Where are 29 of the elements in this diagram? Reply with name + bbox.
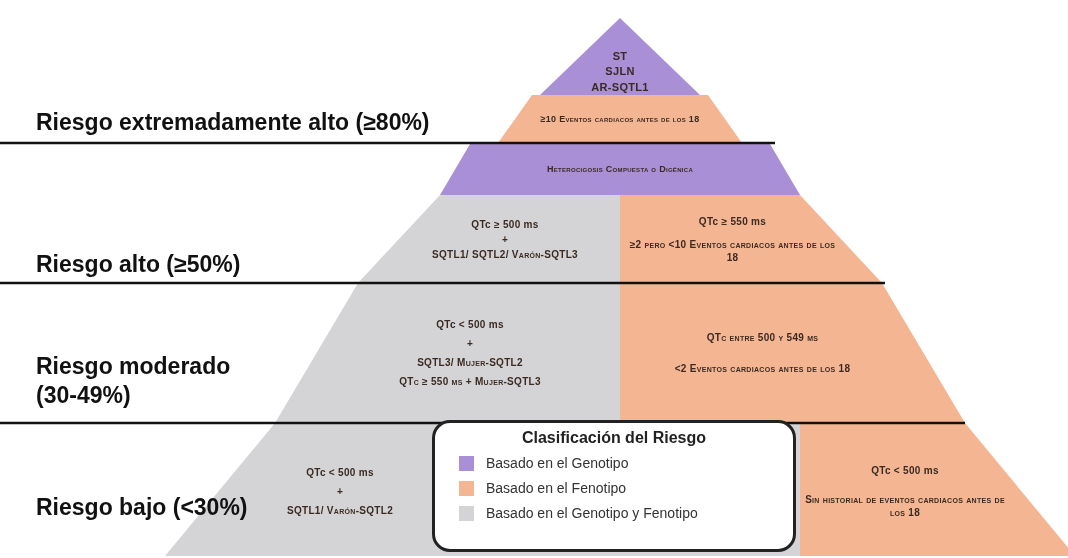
band-text: Sin historial de eventos cardiacos antes de los 18 [804,492,1006,519]
risk-level-label: Riesgo moderado (30-49%) [36,352,232,410]
band-text: QTc ≥ 550 ms [698,214,767,228]
band-text: QTc ≥ 500 ms [471,217,539,231]
band-text: + [501,232,509,246]
risk-level-label: Riesgo alto (≥50%) [36,250,242,279]
band-text: Heterocigosis Compuesta o Digénica [546,164,694,176]
band-text: SQTL1/ SQTL2/ Varón-SQTL3 [432,247,578,261]
risk-level-label: Riesgo bajo (<30%) [36,493,249,522]
band-text: SQTL3/ Mujer-SQTL2 [417,356,523,369]
risk-level-label: Riesgo extremadamente alto (≥80%) [36,108,431,137]
band-text: QTc < 500 ms [306,465,374,479]
band-text: SQTL1/ Varón-SQTL2 [287,503,393,517]
legend-text: Basado en el Genotipo y Fenotipo [486,505,698,521]
band-text: SJLN [605,64,635,79]
band-text: ≥10 Eventos cardiacos antes de los 18 [540,114,700,126]
band-text: <2 Eventos cardiacos antes de los 18 [674,362,851,375]
band-text: + [466,337,474,350]
band-text: ≥2 pero <10 Eventos cardiacos antes de los 18 [628,237,837,264]
band-text: QTc < 500 ms [436,318,504,331]
legend-title: Clasificación del Riesgo [520,429,708,447]
legend-text: Basado en el Genotipo [486,455,629,471]
band-text: QTc entre 500 y 549 ms [706,331,819,344]
band-text: QTc < 500 ms [871,463,939,477]
band-text: QTc ≥ 550 ms + Mujer-SQTL3 [399,375,541,388]
band-text: AR-SQTL1 [591,79,649,94]
legend-text: Basado en el Fenotipo [486,480,627,496]
band-text: + [336,484,344,498]
band-text: ST [612,49,628,64]
